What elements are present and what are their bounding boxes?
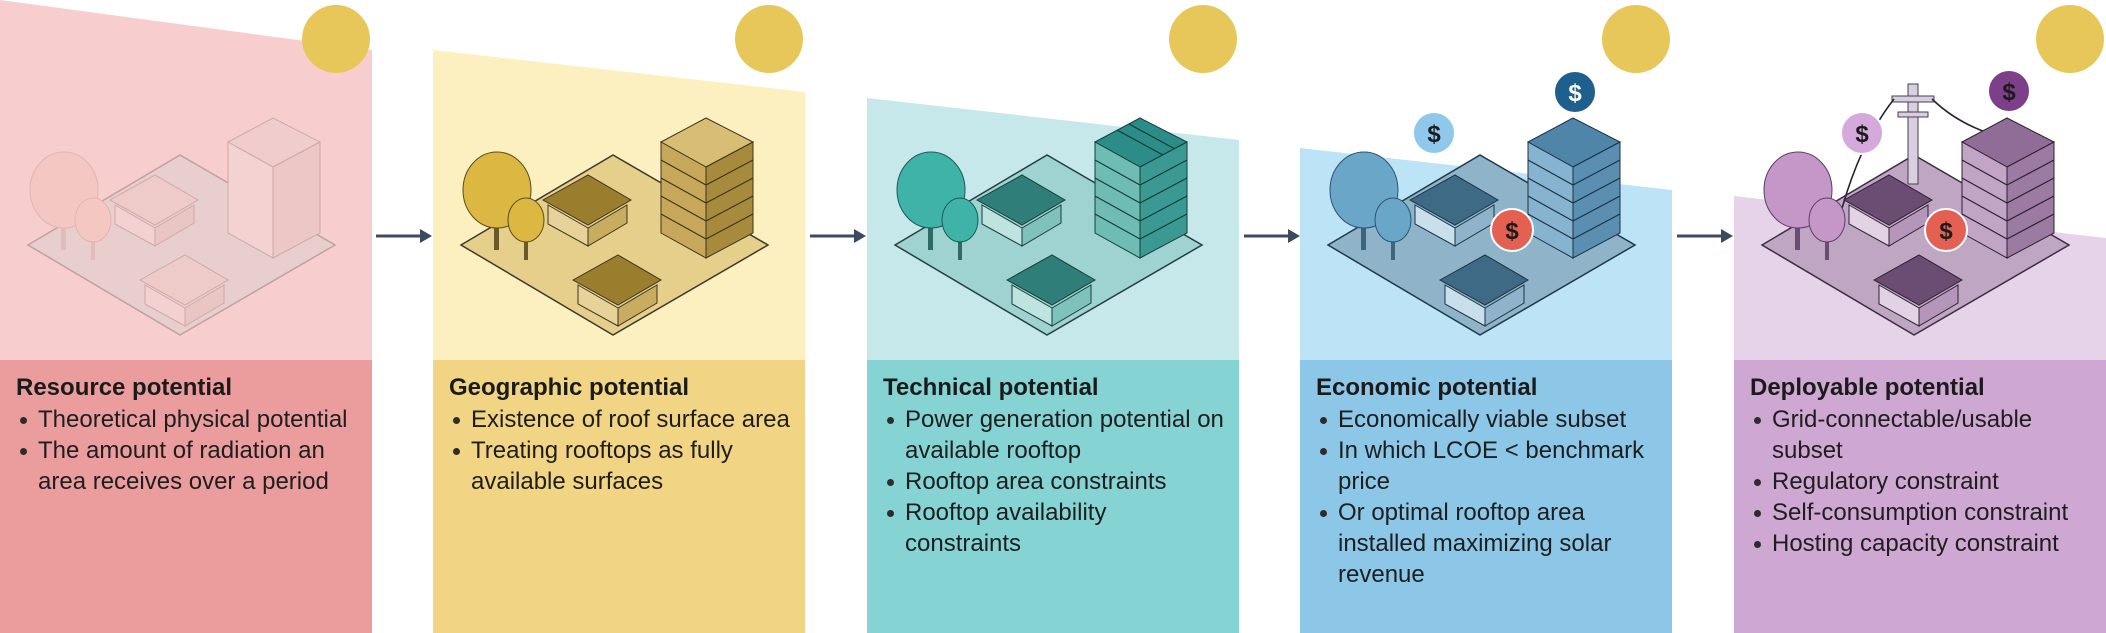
stage-resource-potential: Resource potential Theoretical physical …: [0, 0, 372, 633]
ground-tile: [1326, 154, 1637, 336]
stage-text: Economic potential Economically viable s…: [1300, 360, 1672, 633]
faded-scene: [26, 117, 337, 336]
building-icon: [1526, 117, 1622, 259]
house-icon: [1408, 174, 1499, 247]
bullet-list: Existence of roof surface area Treating …: [449, 404, 791, 497]
stage-title: Economic potential: [1316, 374, 1538, 401]
building-icon: [1093, 117, 1189, 259]
svg-text:$: $: [1939, 218, 1953, 245]
house-icon: [108, 174, 199, 247]
economic-scene: $ $ $: [1300, 5, 1672, 360]
svg-text:$: $: [1505, 218, 1519, 245]
dollar-coin-icon: $: [1840, 111, 1884, 155]
sun-icon: [302, 5, 370, 73]
dollar-coin-icon: $: [1924, 208, 1968, 252]
dollar-coin-icon: $: [1412, 111, 1456, 155]
dollar-coin-icon: $: [1490, 208, 1534, 252]
svg-text:$: $: [2002, 79, 2016, 106]
tree-icon: [1763, 151, 1846, 260]
stage-title: Geographic potential: [449, 374, 690, 401]
ground-tile: [1760, 154, 2071, 336]
right-arrow-icon: [1244, 229, 1300, 243]
panel-background: [0, 0, 372, 360]
deployable-scene: $ $ $: [1734, 5, 2106, 360]
list-item: Economically viable subset: [1316, 404, 1658, 435]
stage-deployable-potential: $ $ $ Deployable potential Grid-connecta…: [1734, 0, 2106, 633]
stage-title: Technical potential: [883, 374, 1099, 401]
sun-icon: [1602, 5, 1670, 73]
list-item: Grid-connectable/usable subset: [1750, 404, 2092, 466]
house-icon: [1005, 254, 1096, 327]
resource-scene: [0, 0, 372, 360]
ground-tile: [893, 154, 1204, 336]
list-item: The amount of radiation an area receives…: [16, 435, 358, 497]
right-arrow-icon: [1677, 229, 1733, 243]
house-icon: [571, 254, 662, 327]
list-item: Existence of roof surface area: [449, 404, 791, 435]
house-icon: [1438, 254, 1529, 327]
stage-text: Geographic potential Existence of roof s…: [433, 360, 805, 633]
house-icon: [541, 174, 632, 247]
list-item: Rooftop area constraints: [883, 466, 1225, 497]
stage-geographic-potential: Geographic potential Existence of roof s…: [433, 0, 805, 633]
list-item: Power generation potential on available …: [883, 404, 1225, 466]
list-item: Hosting capacity constraint: [1750, 528, 2092, 559]
list-item: Self-consumption constraint: [1750, 497, 2092, 528]
tree-icon: [1329, 151, 1412, 260]
svg-text:$: $: [1855, 121, 1869, 148]
svg-text:$: $: [1568, 80, 1582, 107]
stage-text: Deployable potential Grid-connectable/us…: [1734, 360, 2106, 633]
stage-title: Deployable potential: [1750, 374, 1985, 401]
house-icon: [1842, 174, 1933, 247]
list-item: Regulatory constraint: [1750, 466, 2092, 497]
house-icon: [138, 254, 229, 327]
stage-text: Resource potential Theoretical physical …: [0, 360, 372, 633]
technical-scene: [867, 5, 1239, 360]
tree-icon: [896, 151, 979, 260]
right-arrow-icon: [376, 229, 432, 243]
sun-icon: [1169, 5, 1237, 73]
building-icon: [1960, 117, 2056, 259]
bullet-list: Theoretical physical potential The amoun…: [16, 404, 358, 497]
dollar-coin-icon: $: [1987, 69, 2031, 113]
list-item: Or optimal rooftop area installed maximi…: [1316, 497, 1658, 590]
bullet-list: Economically viable subset In which LCOE…: [1316, 404, 1658, 590]
sun-icon: [2036, 5, 2104, 73]
bullet-list: Grid-connectable/usable subset Regulator…: [1750, 404, 2092, 559]
stage-title: Resource potential: [16, 374, 233, 401]
sun-icon: [735, 5, 803, 73]
tree-icon: [29, 151, 112, 260]
geographic-scene: [433, 5, 805, 360]
stage-economic-potential: $ $ $ Economic potential Economically vi…: [1300, 0, 1672, 633]
list-item: Treating rooftops as fully available sur…: [449, 435, 791, 497]
ground-tile: [459, 154, 770, 336]
tree-icon: [462, 151, 545, 260]
list-item: Theoretical physical potential: [16, 404, 358, 435]
list-item: Rooftop availability constraints: [883, 497, 1225, 559]
house-icon: [975, 174, 1066, 247]
stage-technical-potential: Technical potential Power generation pot…: [867, 0, 1239, 633]
stage-text: Technical potential Power generation pot…: [867, 360, 1239, 633]
building-icon: [226, 117, 322, 259]
house-icon: [1872, 254, 1963, 327]
bullet-list: Power generation potential on available …: [883, 404, 1225, 559]
dollar-coin-icon: $: [1553, 70, 1597, 114]
svg-text:$: $: [1427, 121, 1441, 148]
building-icon: [659, 117, 755, 259]
right-arrow-icon: [810, 229, 866, 243]
list-item: In which LCOE < benchmark price: [1316, 435, 1658, 497]
